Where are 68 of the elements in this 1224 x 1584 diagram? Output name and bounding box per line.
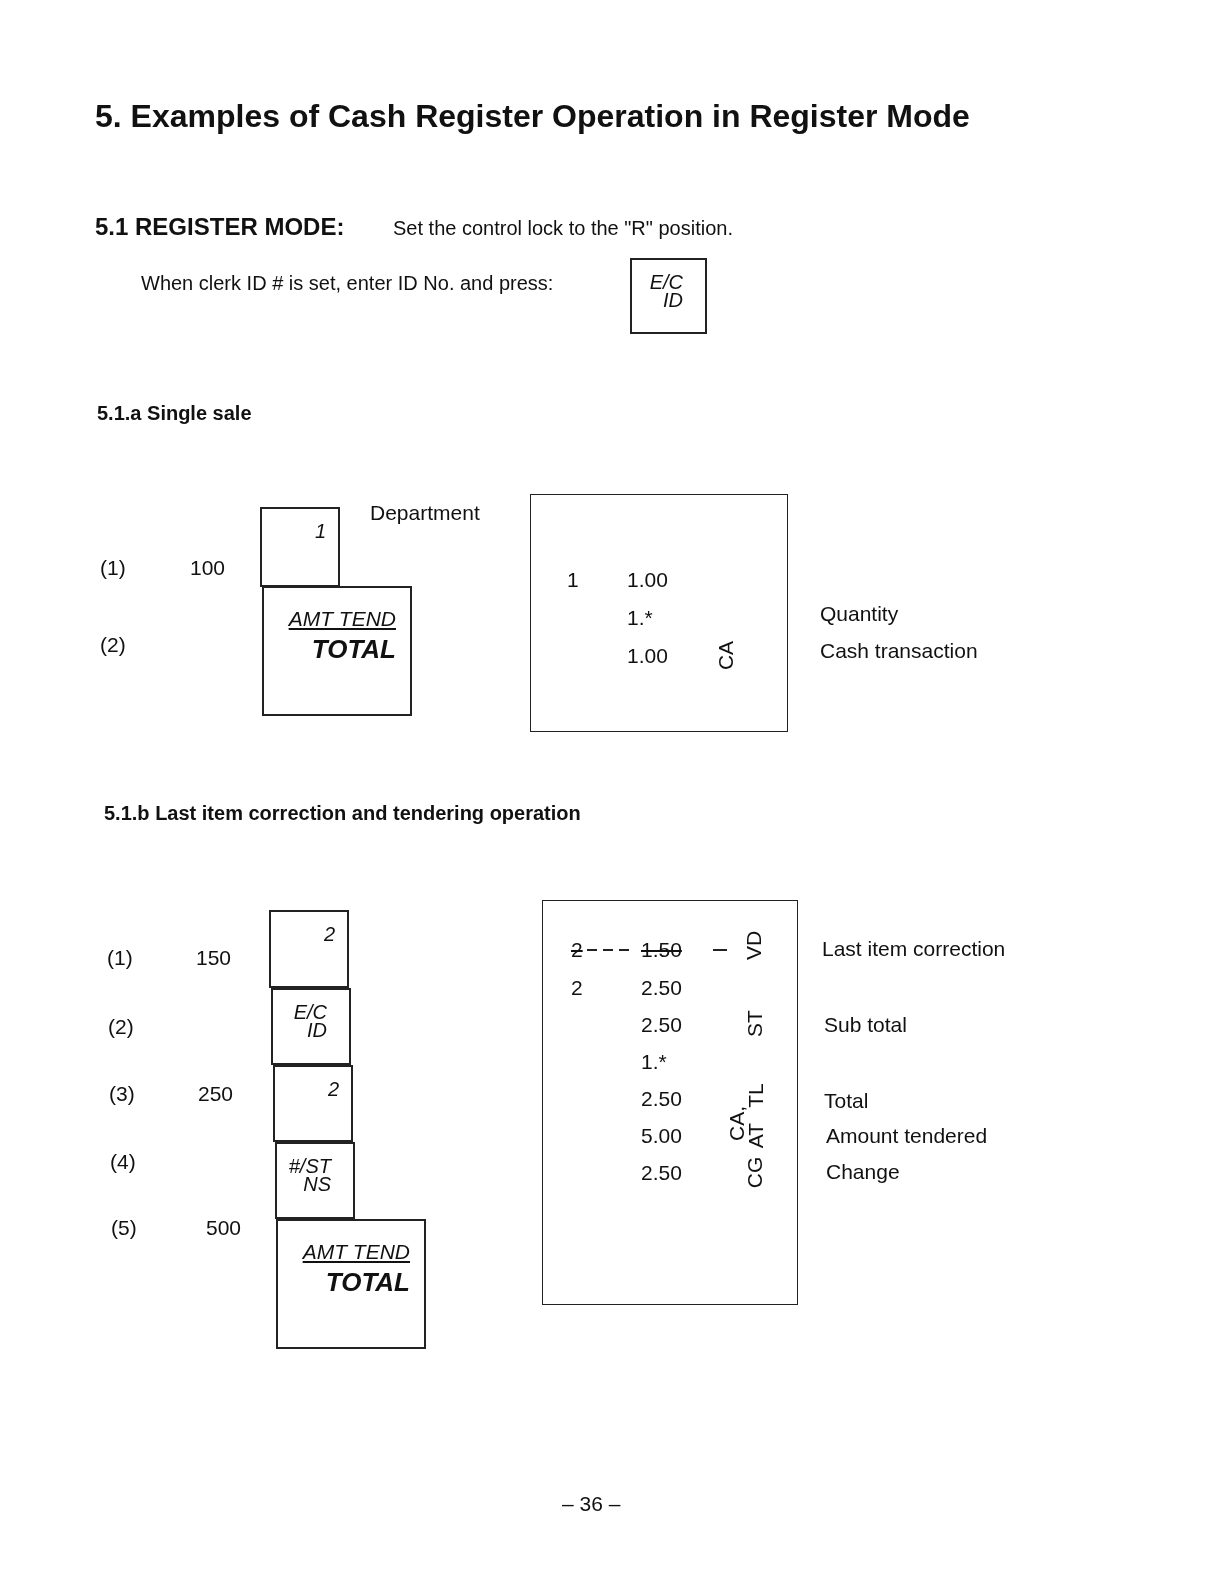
receipt-printout	[542, 900, 798, 1305]
key-legend: E/C	[649, 272, 683, 292]
receipt-printout	[530, 494, 788, 732]
text-label: (4)	[110, 1150, 136, 1174]
key-legend: AMT TEND	[302, 1241, 410, 1262]
key-legend: ID	[307, 1020, 327, 1040]
page-title: 5. Examples of Cash Register Operation in Register Mode	[95, 98, 970, 135]
text-label: 100	[190, 556, 226, 580]
key-legend: TOTAL	[311, 636, 396, 662]
receipt-text: 1.*	[641, 1051, 667, 1072]
text-label: 5.1.a Single sale	[97, 402, 252, 425]
text-label: (1)	[100, 556, 126, 580]
text-label: (3)	[109, 1082, 135, 1106]
text-label: Last item correction	[822, 937, 1006, 961]
receipt-text: 2.50	[641, 977, 682, 998]
key-legend: 2	[323, 924, 335, 944]
key-symbol	[630, 258, 707, 334]
key-symbol	[273, 1065, 353, 1142]
text-label: (1)	[107, 946, 133, 970]
key-symbol	[262, 586, 412, 716]
key-caption: Department	[370, 501, 480, 525]
receipt-text: 1.00	[627, 645, 668, 666]
text-label: Sub total	[824, 1013, 907, 1037]
text-label: Amount tendered	[826, 1124, 988, 1148]
receipt-text: 1	[567, 569, 579, 590]
receipt-text: 2.50	[641, 1014, 682, 1035]
text-label: When clerk ID # is set, enter ID No. and press:	[141, 272, 554, 295]
receipt-text: 2.50	[641, 1162, 682, 1183]
key-legend: TOTAL	[325, 1269, 410, 1295]
text-label: – 36 –	[562, 1492, 621, 1516]
text-label: (2)	[108, 1015, 134, 1039]
text-label: Quantity	[820, 602, 899, 626]
receipt-text: 2	[571, 939, 583, 960]
text-label: Change	[826, 1160, 900, 1184]
receipt-symbol: CG	[744, 1156, 766, 1189]
receipt-symbol: CA	[715, 640, 737, 671]
text-label: 5.1.b Last item correction and tendering operation	[104, 802, 581, 825]
text-label: Set the control lock to the "R" position.	[393, 217, 733, 240]
receipt-text: 2.50	[641, 1088, 682, 1109]
text-label: (2)	[100, 633, 126, 657]
receipt-text: 1.*	[627, 607, 653, 628]
receipt-symbol: VD	[743, 930, 765, 961]
key-legend: NS	[303, 1174, 331, 1194]
text-label: Total	[824, 1089, 869, 1113]
key-symbol	[275, 1142, 355, 1219]
key-symbol	[271, 988, 351, 1065]
key-symbol	[276, 1219, 426, 1349]
receipt-text: 5.00	[641, 1125, 682, 1146]
text-label: (5)	[111, 1216, 137, 1240]
key-legend: 2	[327, 1079, 339, 1099]
receipt-text: 1.50	[641, 939, 682, 960]
key-legend: AMT TEND	[288, 608, 396, 629]
text-label: 150	[196, 946, 232, 970]
key-legend: ID	[663, 290, 683, 310]
key-legend: E/C	[293, 1002, 327, 1022]
receipt-symbol: CA,	[726, 1106, 747, 1141]
key-legend: 1	[314, 521, 326, 541]
receipt-symbol: ST	[743, 1010, 765, 1037]
key-legend: #/ST	[288, 1156, 331, 1176]
text-label: 250	[198, 1082, 234, 1106]
text-label: Cash transaction	[820, 639, 978, 663]
text-label: 500	[206, 1216, 242, 1240]
text-label: 5.1 REGISTER MODE:	[95, 213, 345, 241]
receipt-text: 2	[571, 977, 583, 998]
receipt-text: 1.00	[627, 569, 668, 590]
key-symbol	[269, 910, 349, 988]
receipt-symbol: TL	[744, 1083, 766, 1108]
receipt-symbol: AT	[745, 1122, 767, 1149]
